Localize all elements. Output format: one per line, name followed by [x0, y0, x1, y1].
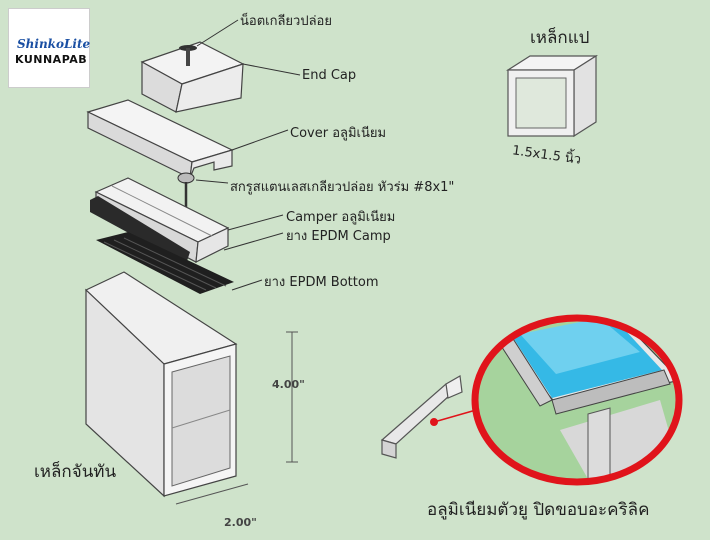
camper-leader-line	[227, 214, 284, 231]
epdm-bottom-label: ยาง EPDM Bottom	[264, 275, 379, 290]
logo-line-2: KUNNAPAB	[15, 53, 88, 66]
end-cap-part	[140, 41, 245, 113]
screw-part	[177, 172, 195, 208]
end-cap-leader-line	[242, 63, 301, 76]
nut-leader-line	[196, 19, 239, 47]
cover-leader-line	[231, 129, 289, 151]
camper-label: Camper อลูมิเนียม	[286, 210, 396, 225]
epdm-camp-leader-line	[223, 232, 284, 251]
epdm-camp-gasket	[90, 196, 190, 264]
purlin-title: เหล็กแป	[530, 28, 590, 48]
nut-screw	[179, 45, 197, 66]
nut-label: น็อตเกลียวปล่อย	[240, 14, 332, 29]
detail-callout	[471, 314, 683, 486]
epdm-bottom-leader-line	[231, 279, 263, 291]
cover-profile	[86, 99, 234, 179]
height-dimension	[286, 331, 298, 463]
purlin-square-tube	[505, 54, 599, 138]
brand-logo: ShinkoLite KUNNAPAB	[8, 8, 90, 88]
cover-label: Cover อลูมิเนียม	[290, 126, 387, 141]
height-dimension-label: 4.00"	[272, 378, 305, 391]
epdm-bottom-gasket	[96, 232, 234, 294]
callout-pointer-line	[433, 409, 477, 423]
end-cap-label: End Cap	[302, 68, 357, 83]
screw-label: สกรูสแตนเลสเกลียวปล่อย หัวร่ม #8x1"	[230, 180, 455, 195]
screw-leader-line	[195, 179, 229, 184]
rafter-title: เหล็กจันทัน	[34, 462, 117, 482]
width-dimension-label: 2.00"	[224, 516, 257, 529]
u-channel-small	[380, 375, 463, 459]
logo-line-1: ShinkoLite	[17, 37, 91, 51]
epdm-camp-label: ยาง EPDM Camp	[286, 229, 391, 244]
width-dimension	[175, 483, 249, 505]
detail-caption: อลูมิเนียมตัวยู ปิดขอบอะคริลิค	[427, 500, 650, 520]
callout-anchor-dot	[430, 418, 438, 426]
rafter-steel-tube	[84, 271, 238, 498]
